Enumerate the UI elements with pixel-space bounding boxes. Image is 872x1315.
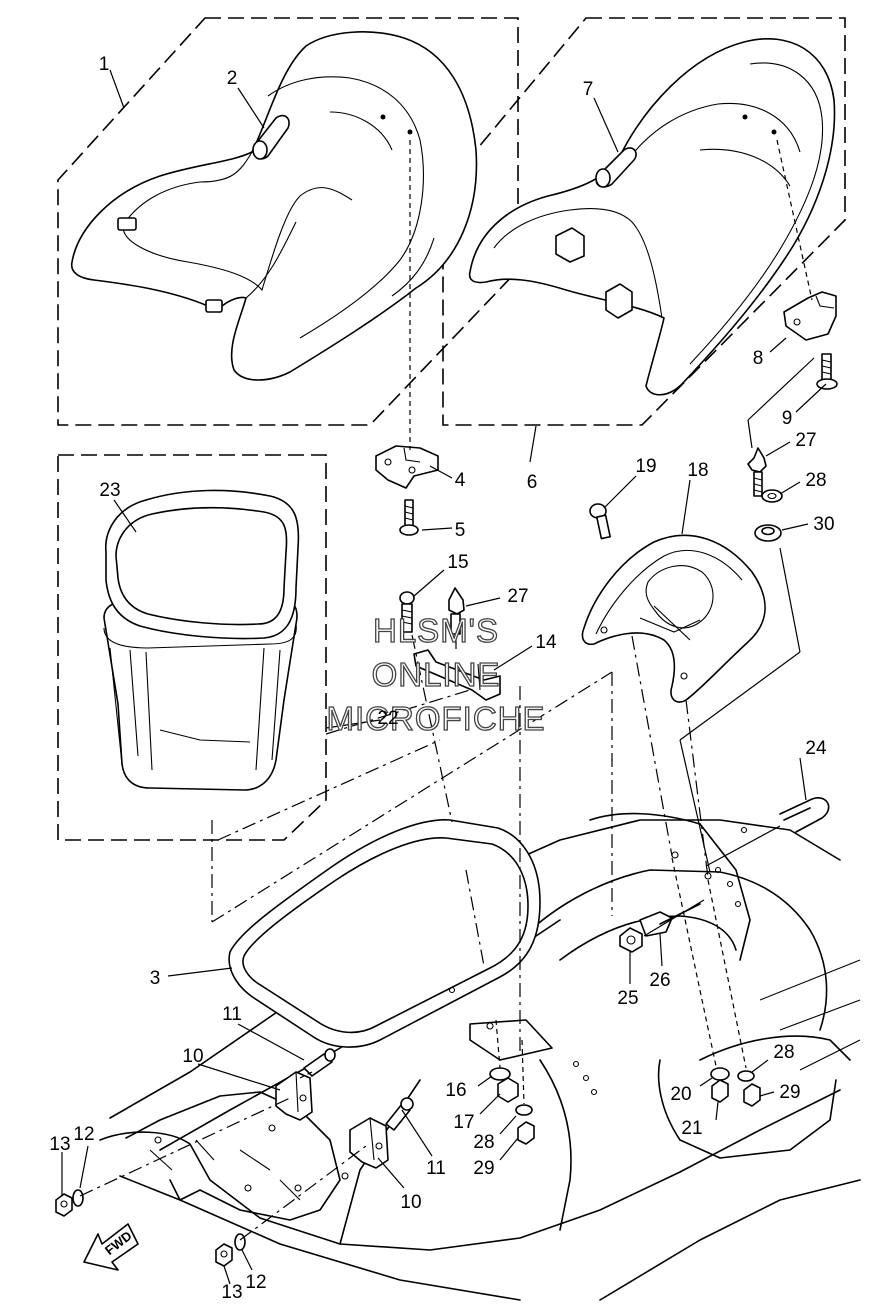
group-box-front-seat — [57, 17, 519, 426]
callout-7: 7 — [583, 79, 594, 100]
callout-2: 2 — [227, 68, 238, 89]
bucket-seal — [105, 489, 300, 640]
callout-28-center: 28 — [473, 1132, 494, 1153]
callout-16: 16 — [445, 1080, 466, 1101]
seat-latch-rear — [783, 291, 837, 341]
stay-26 — [639, 903, 701, 937]
nut-29-center — [517, 1121, 535, 1145]
callout-18: 18 — [687, 460, 708, 481]
bracket-14 — [413, 649, 501, 701]
callout-26: 26 — [649, 970, 670, 991]
washer-12-right — [234, 1233, 246, 1251]
callout-10-right: 10 — [400, 1192, 421, 1213]
nut-13-left — [55, 1193, 73, 1217]
callout-25: 25 — [617, 988, 638, 1009]
bolt-11-left — [303, 1048, 336, 1077]
bolt-9 — [816, 353, 838, 390]
watermark-line-1: HLSM'S — [373, 612, 499, 649]
bolt-15 — [399, 591, 415, 633]
callout-12-right: 12 — [245, 1272, 266, 1293]
hinge-10-left — [275, 1071, 313, 1121]
callout-13-left: 13 — [49, 1134, 70, 1155]
nut-17 — [497, 1077, 519, 1103]
callout-22: 22 — [377, 708, 398, 729]
stud-27-right — [747, 447, 767, 497]
callout-29-right: 29 — [779, 1082, 800, 1103]
u-bolt-24 — [779, 797, 830, 833]
callout-20: 20 — [670, 1084, 691, 1105]
washer-12-left — [72, 1189, 84, 1207]
callout-labels: 1 2 3 4 5 6 7 8 9 10 10 11 11 12 12 13 1… — [49, 54, 834, 1303]
callout-3: 3 — [150, 968, 161, 989]
callout-10-left: 10 — [182, 1046, 203, 1067]
callout-13-right: 13 — [221, 1282, 242, 1303]
callout-27-center: 27 — [507, 586, 528, 607]
bolt-5 — [399, 499, 419, 536]
seat-latch-front — [375, 445, 439, 489]
fwd-arrow: FWD — [83, 1223, 139, 1271]
washer-20 — [710, 1067, 730, 1081]
bolt-11-right — [385, 1097, 414, 1131]
hinge-10-right — [349, 1117, 389, 1169]
nut-21 — [711, 1079, 729, 1103]
seat-bracket — [581, 534, 766, 703]
washer-28-right-lower — [737, 1070, 755, 1082]
watermark-line-2: ONLINE — [372, 656, 501, 693]
callout-17: 17 — [453, 1112, 474, 1133]
bolt-19 — [589, 503, 611, 540]
watermark-line-3: MICROFICHE — [327, 700, 546, 737]
callout-11-right: 11 — [426, 1158, 446, 1179]
front-seat — [70, 31, 478, 381]
callout-24: 24 — [805, 738, 827, 759]
rear-seat — [468, 37, 836, 396]
callout-1: 1 — [99, 54, 110, 75]
callout-9: 9 — [782, 408, 793, 429]
callout-8: 8 — [753, 348, 764, 369]
grommet-30 — [754, 524, 782, 542]
callout-6: 6 — [527, 472, 538, 493]
assembly-lines — [79, 139, 815, 1241]
washer-28-right — [761, 489, 783, 503]
callout-14: 14 — [535, 632, 557, 653]
nut-25 — [619, 927, 643, 953]
callout-28-lower: 28 — [773, 1042, 794, 1063]
callout-19: 19 — [635, 456, 656, 477]
leader-lines — [61, 69, 827, 1285]
callout-11-left: 11 — [222, 1004, 242, 1025]
nut-29-right — [743, 1083, 761, 1107]
washer-28-center — [515, 1104, 533, 1116]
callout-12-left: 12 — [73, 1124, 94, 1145]
callout-28-right: 28 — [805, 470, 826, 491]
callout-15: 15 — [447, 552, 468, 573]
nut-13-right — [215, 1243, 233, 1267]
callout-29-center: 29 — [473, 1158, 494, 1179]
callout-27-right: 27 — [795, 430, 816, 451]
callout-21: 21 — [681, 1118, 702, 1139]
callout-30: 30 — [813, 514, 834, 535]
callout-4: 4 — [455, 470, 466, 491]
callout-23: 23 — [99, 480, 120, 501]
stud-27-center — [448, 587, 465, 635]
watermark: HLSM'S ONLINE MICROFICHE — [326, 611, 546, 737]
hatch-seal — [228, 819, 541, 1048]
callout-5: 5 — [455, 520, 466, 541]
